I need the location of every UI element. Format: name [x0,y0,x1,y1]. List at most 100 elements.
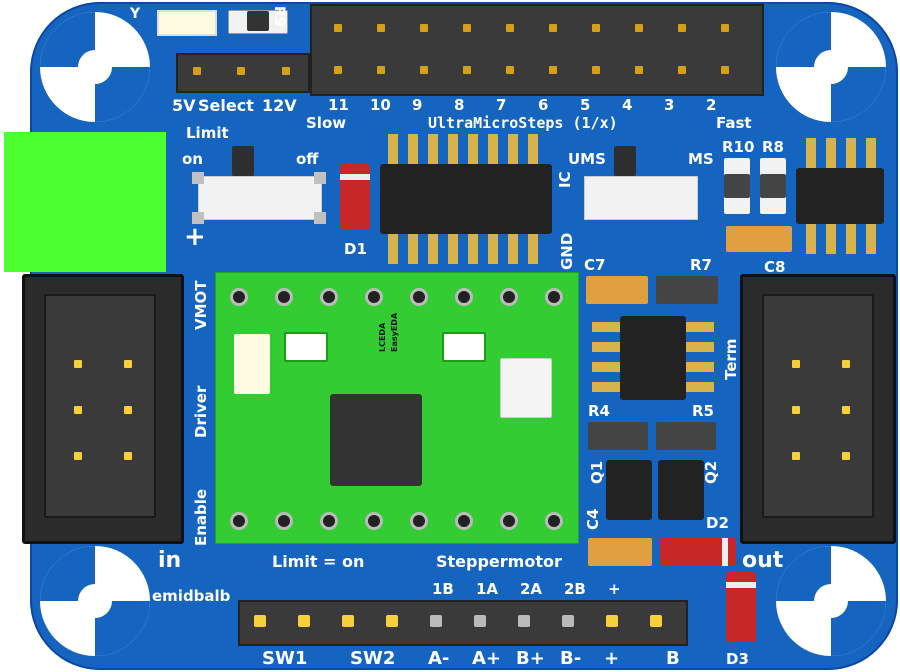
select-pin-5v [193,67,201,75]
label-r10: R10 [722,138,755,156]
microstep-pin [678,66,686,74]
label-step-7: 7 [496,96,507,114]
label-d2: D2 [706,514,729,532]
microstep-pin [721,66,729,74]
label-select: Select [198,96,254,115]
driver-via [365,288,383,306]
driver-ic [330,394,422,486]
driver-via [230,288,248,306]
driver-via [500,288,518,306]
idc-pin [842,406,850,414]
label-plus: + [184,222,206,252]
ic-pin [846,224,856,254]
label-out: out [742,548,784,573]
label-coil-top: 2A [520,580,543,598]
limit-switch-knob[interactable] [232,146,254,176]
idc-pin [74,452,82,460]
label-step-6: 6 [538,96,549,114]
driver-led-left [284,332,328,362]
ic-pin [428,234,438,264]
microstep-pin [506,24,514,32]
label-q2: Q2 [702,460,720,484]
driver-via [500,512,518,530]
label-step-11: 11 [328,96,349,114]
label-coil-bottom: A- [428,648,450,669]
bottom-header-pin [254,615,266,627]
capacitor-c4 [588,538,652,566]
bottom-header-pin [518,615,530,627]
label-step-5: 5 [580,96,591,114]
ic-pin [806,138,816,168]
bottom-header-pin [562,615,574,627]
label-on: on [182,150,203,168]
label-r7: R7 [690,256,712,274]
microstep-pin [721,24,729,32]
idc-out-slot [762,294,874,518]
ums-slide-switch[interactable] [584,176,698,220]
ic-pin [468,234,478,264]
mounting-hole-bottom-right [776,546,886,656]
bottom-header-pin [298,615,310,627]
ic-pin [408,134,418,164]
bottom-header-pin [386,615,398,627]
ums-switch-knob[interactable] [614,146,636,176]
label-r8: R8 [762,138,784,156]
resistor-r4 [588,422,648,450]
ic-pin [508,134,518,164]
ic-pin [592,342,620,352]
resistor-r7 [656,276,718,304]
label-coil-bottom: B+ [516,648,545,669]
idc-pin [124,452,132,460]
ic-pin [508,234,518,264]
label-coil-top: 1A [476,580,499,598]
label-limit: Limit [186,124,229,142]
label-enable: Enable [192,488,210,546]
ic-soic8-right [796,168,884,224]
microstep-pin [592,66,600,74]
label-coil-top: + [608,580,621,598]
label-coil-top: 2B [564,580,586,598]
label-y: Y [130,6,141,22]
label-c8: C8 [764,258,786,276]
label-lceda: LCEDA [378,322,387,352]
brand-logo: emidbalb [152,588,230,644]
microsteps-header[interactable] [310,4,764,96]
bottom-header-pin [430,615,442,627]
ic-pin [388,234,398,264]
resistor-r5 [656,422,716,450]
bottom-header-pin [650,615,662,627]
microstep-pin [635,66,643,74]
label-coil-bottom: B- [560,648,582,669]
microstep-pin [420,66,428,74]
ic-pin [826,224,836,254]
limit-slide-switch[interactable] [198,176,322,220]
switch-pad [314,172,326,184]
ic-pin [866,224,876,254]
label-steppermotor: Steppermotor [436,552,562,571]
ic-pin [388,134,398,164]
label-off: off [296,150,319,168]
label-step-2: 2 [706,96,717,114]
label-easyeda: EasyEDA [390,312,399,352]
label-step-8: 8 [454,96,465,114]
microstep-pin [377,24,385,32]
ic-pin [528,234,538,264]
ic-pin [686,322,714,332]
ic-pin [846,138,856,168]
driver-via [320,288,338,306]
microstep-pin [463,24,471,32]
label-q1: Q1 [588,460,606,484]
label-fast: Fast [716,114,752,132]
label-ums: UMS [568,150,606,168]
driver-via [365,512,383,530]
ic-pin [866,138,876,168]
terminal-block [4,132,166,272]
switch-pad [192,172,204,184]
ic-pin [806,224,816,254]
label-gnd: GND [558,232,576,270]
ic-pin [592,362,620,372]
label-term: Term [722,338,740,380]
ic-pin [428,134,438,164]
label-5v: 5V [172,96,196,115]
label-coil-bottom: A+ [472,648,502,669]
